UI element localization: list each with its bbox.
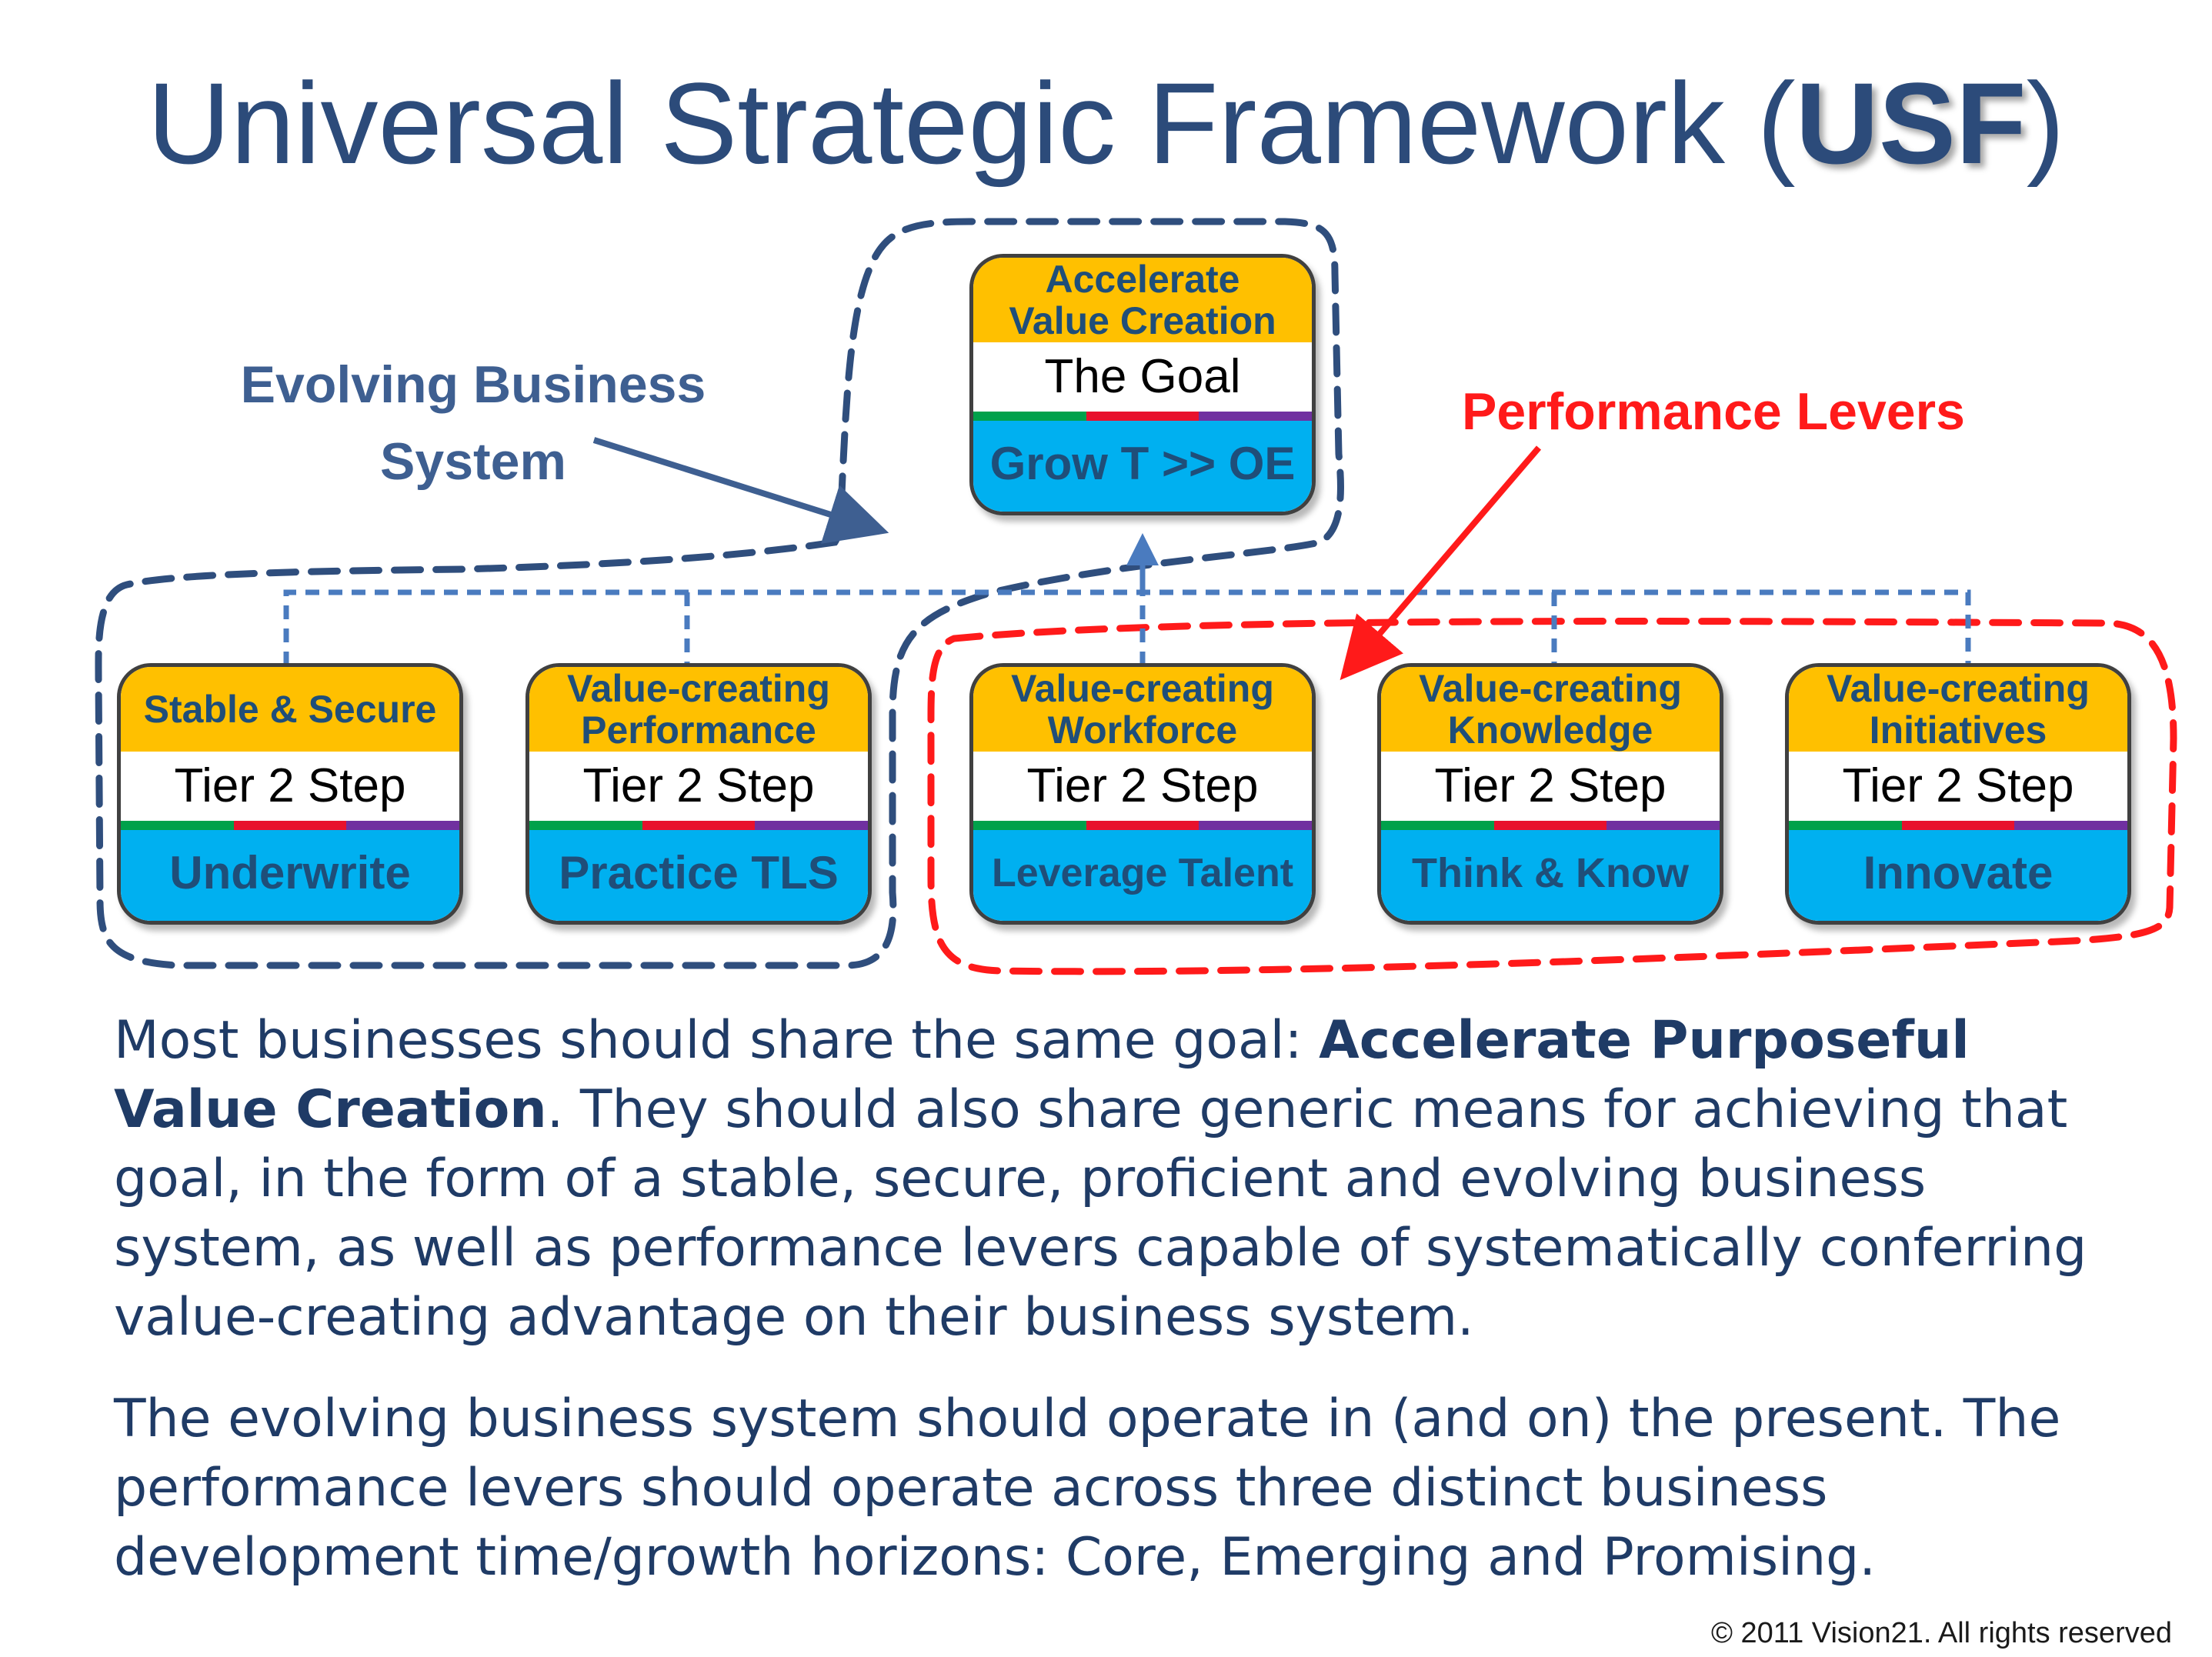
evolving-business-system-label: Evolving Business System: [240, 355, 706, 491]
color-stripe: [1789, 821, 2127, 830]
horizons-paragraph: The evolving business system should oper…: [114, 1389, 2061, 1588]
color-stripe: [973, 821, 1312, 830]
step-middle: Tier 2 Step: [973, 752, 1312, 821]
page-title: Universal Strategic Framework (USF): [147, 58, 2065, 188]
step-bottom: Think & Know: [1381, 830, 1720, 921]
color-stripe: [121, 821, 459, 830]
step-middle: Tier 2 Step: [1381, 752, 1720, 821]
goal-bottom: Grow T >> OE: [973, 421, 1312, 512]
copyright-notice: © 2011 Vision21. All rights reserved: [1710, 1617, 2172, 1649]
step-bottom: Underwrite: [121, 830, 459, 921]
performance-levers-label: Performance Levers: [1462, 382, 1965, 441]
step-bottom: Innovate: [1789, 830, 2127, 921]
evolving-system-arrow: [592, 437, 889, 544]
summary-paragraph: Most businesses should share the same go…: [114, 1010, 2087, 1348]
step-middle: Tier 2 Step: [529, 752, 868, 821]
step-middle: Tier 2 Step: [1789, 752, 2127, 821]
performance-levers-arrow: [1340, 445, 1542, 681]
step-header: Stable & Secure: [121, 667, 459, 752]
step-box-stable-secure: Stable & Secure Tier 2 Step Underwrite: [117, 663, 463, 925]
step-middle: Tier 2 Step: [121, 752, 459, 821]
title-acronym: USF: [1795, 58, 2027, 188]
evolving-system-outline: [95, 218, 1344, 969]
emphasis-goal: Accelerate Purposeful Value Creation: [114, 1010, 1970, 1140]
performance-levers-outline: [927, 618, 2177, 975]
step-bottom: Practice TLS: [529, 830, 868, 921]
color-stripe: [1381, 821, 1720, 830]
goal-middle: The Goal: [973, 342, 1312, 412]
color-stripe: [529, 821, 868, 830]
color-stripe: [973, 412, 1312, 421]
connector-tree: [283, 589, 1971, 665]
step-bottom: Leverage Talent: [973, 830, 1312, 921]
